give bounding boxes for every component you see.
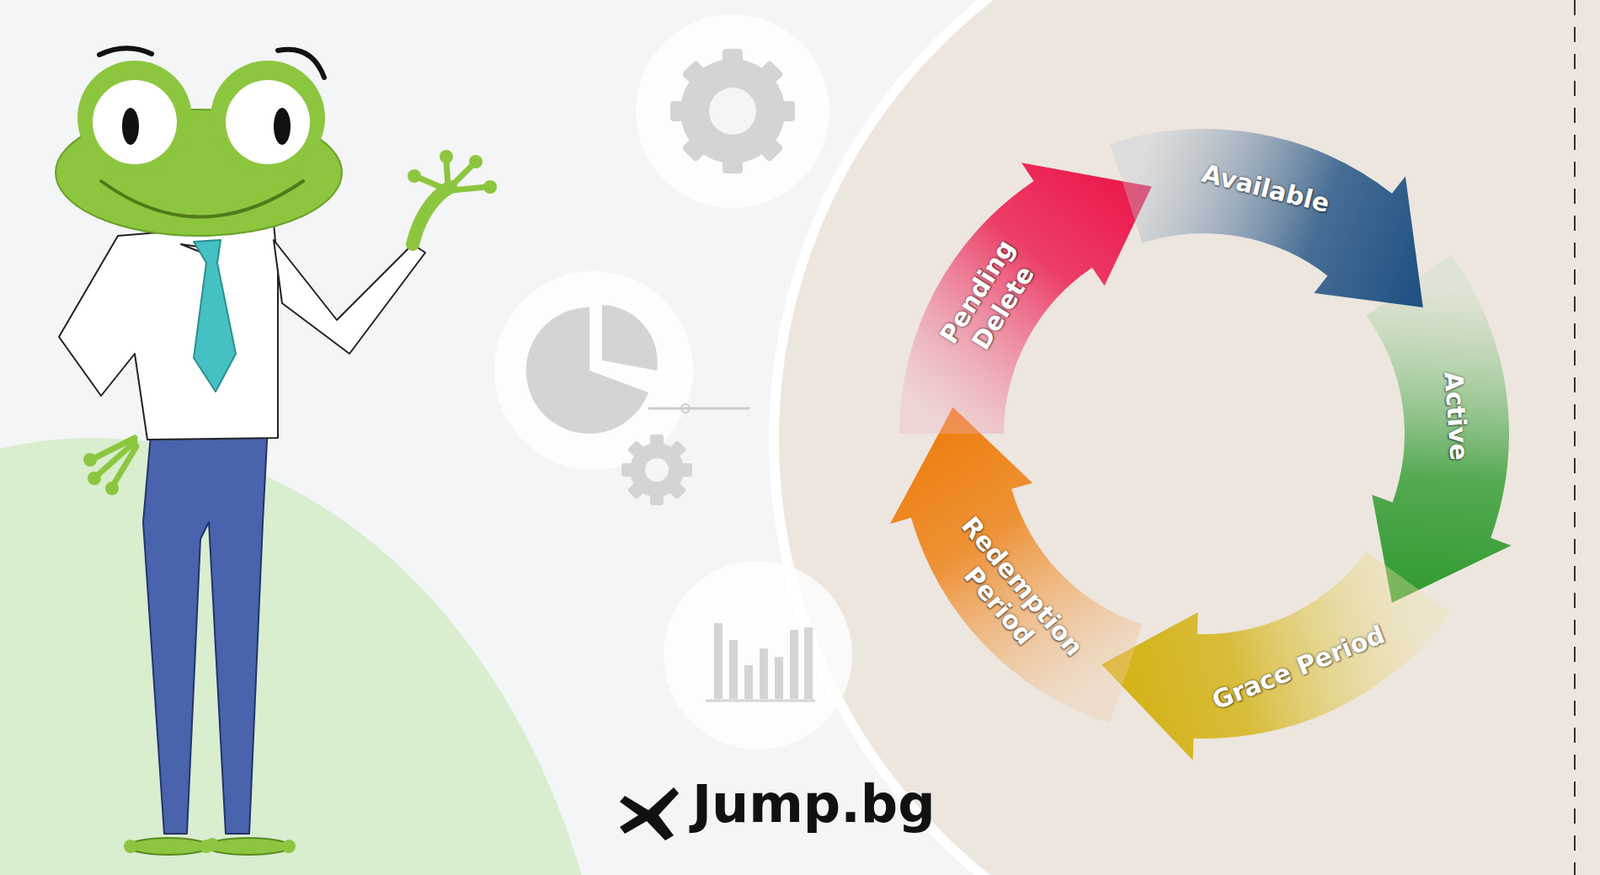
brand-name: Jump.bg: [692, 773, 936, 835]
cycle-arrow-shape: [890, 407, 1143, 725]
pie-chart-icon: [494, 271, 750, 470]
green-hill: [0, 437, 615, 875]
frog-mascot: [55, 48, 497, 855]
gear-icon-large: [635, 14, 830, 208]
gear-icon-small: [621, 434, 693, 506]
white-ring: [768, 0, 1600, 875]
beige-disc: [778, 0, 1600, 875]
dashed-divider: [1573, 0, 1576, 875]
cycle-arrow-shape: [1101, 551, 1451, 761]
brand-logo-icon: [619, 787, 679, 841]
cycle-arrow-shape: [899, 162, 1152, 434]
cycle-arrow-shape: [1366, 254, 1512, 603]
cycle-arrow-shape: [1109, 128, 1424, 308]
bar-chart-icon: [663, 560, 853, 750]
